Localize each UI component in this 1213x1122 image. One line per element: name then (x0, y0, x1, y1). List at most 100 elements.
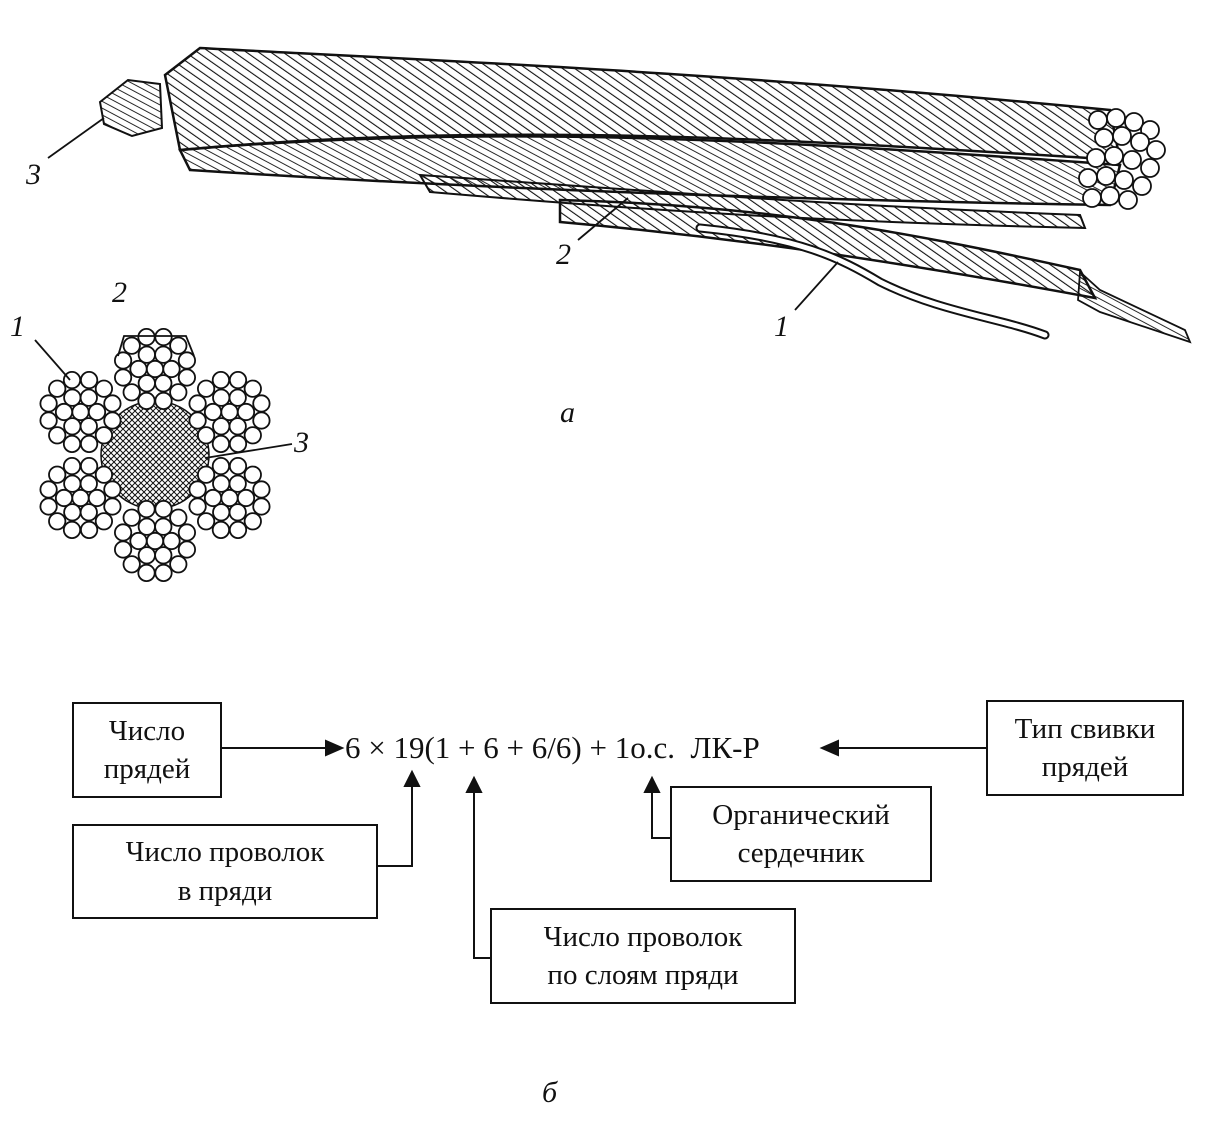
wire-circle (80, 520, 99, 540)
wire-circle (211, 520, 230, 540)
wire-circle (203, 402, 223, 422)
wire-circle (228, 503, 247, 522)
leader-line-core (47, 117, 105, 159)
wire-circle (80, 370, 99, 390)
wire-circle (63, 417, 82, 436)
wire-circle (137, 499, 156, 519)
wire-circle (252, 480, 271, 499)
wire-circle (114, 540, 133, 559)
label-rope-strand: 2 (556, 238, 571, 271)
wire-circle (228, 370, 248, 390)
rope-end-wires (1078, 108, 1166, 210)
wire-circle (212, 388, 231, 407)
wire-circle (154, 499, 173, 519)
wire-circle (114, 523, 133, 542)
wire-circle (197, 465, 216, 484)
leader-line-strand (577, 197, 629, 241)
wire-circle (122, 508, 141, 527)
wire-circle (80, 434, 99, 453)
rope-strand-end-wires (1077, 270, 1192, 344)
label-rope-wire: 1 (774, 310, 789, 343)
wire-circle (80, 456, 99, 476)
wire-circle (169, 508, 188, 527)
box-wires-per-layer: Число проволок по слоям пряди (490, 908, 796, 1004)
wire-circle (243, 379, 262, 398)
wire-circle (79, 417, 98, 436)
wire-circle (154, 517, 173, 536)
wire-circle (62, 434, 82, 453)
wire-circle (63, 388, 82, 407)
leader-line-section-core (204, 443, 293, 459)
wire-circle (154, 546, 173, 565)
wire-circle (177, 540, 196, 559)
wire-circle (122, 555, 141, 574)
wire-circle (154, 374, 173, 393)
wire-circle (243, 512, 262, 531)
wire-circle (228, 434, 248, 453)
wire-circle (211, 456, 230, 476)
wire-circle (228, 456, 248, 476)
wire-circle (39, 480, 58, 499)
wire-circle (169, 336, 188, 355)
wire-circle (211, 434, 230, 453)
wire-circle (87, 488, 107, 508)
wire-circle (122, 336, 141, 355)
wire-circle (54, 488, 74, 508)
wire-circle (177, 368, 196, 387)
wire-circle (62, 520, 82, 540)
wire-circle (137, 546, 156, 565)
wire-circle (137, 327, 156, 347)
rope-designation-formula: 6 × 19(1 + 6 + 6/6) + 1о.с. ЛК-Р (345, 730, 760, 765)
wire-circle (137, 563, 156, 583)
wire-circle (212, 503, 231, 522)
wire-circle (48, 465, 67, 484)
wire-circle (203, 488, 223, 508)
wire-circle (162, 531, 181, 551)
leader-line-section-wire (34, 339, 71, 381)
wire-circle (63, 474, 82, 493)
wire-circle (94, 426, 114, 445)
wire-circle (103, 480, 122, 499)
wire-circle (211, 370, 230, 390)
wire-circle (177, 351, 196, 370)
caption-b: б (542, 1076, 558, 1109)
wire-circle (212, 417, 231, 436)
rope-cross-section (34, 327, 293, 583)
wire-circle (62, 456, 82, 476)
wire-circle (122, 383, 141, 402)
wire-circle (103, 411, 122, 430)
strand-bracket (117, 335, 195, 357)
wire-circle (252, 497, 271, 516)
wire-circle (129, 531, 148, 551)
wire-circle (169, 555, 188, 574)
wire-circle (154, 345, 173, 364)
wire-circle (137, 391, 156, 410)
wire-circle (39, 394, 58, 413)
wire-circle (228, 520, 248, 540)
wire-circle (177, 523, 196, 542)
wire-circle (94, 379, 114, 398)
wire-circle (79, 388, 98, 407)
wire-circle (228, 474, 247, 493)
wire-circle (162, 359, 181, 379)
label-section-core: 3 (294, 426, 309, 459)
box-strand-count: Число прядей (72, 702, 222, 798)
wire-circle (79, 503, 98, 522)
wire-circle (103, 394, 122, 413)
wire-circle (243, 465, 262, 484)
wire-circle (188, 497, 207, 516)
strand-circles (39, 327, 271, 583)
wire-circle (87, 402, 107, 422)
wire-circle (79, 474, 98, 493)
leader-line-wire (794, 261, 839, 311)
wire-circle (48, 379, 67, 398)
wire-circle (212, 474, 231, 493)
wire-circle (188, 480, 207, 499)
formula-arrows (222, 739, 986, 959)
wire-circle (129, 359, 148, 379)
wire-circle (137, 345, 156, 364)
wire-circle (236, 488, 256, 508)
caption-a: а (560, 396, 575, 429)
wire-circle (94, 465, 114, 484)
